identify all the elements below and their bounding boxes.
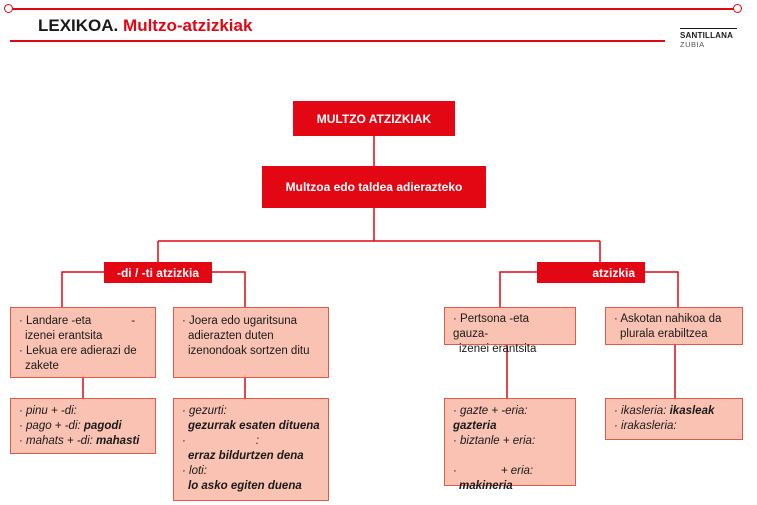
title-part2: Multzo-atzizkiak xyxy=(123,16,253,35)
right-ex1-b: gazteria xyxy=(453,420,497,432)
right-suffix-label: atzizkia xyxy=(537,262,645,283)
brand-logo: SANTILLANA ZUBIA xyxy=(680,28,737,49)
right-box1: · Pertsona -eta gauza- izenei erantsita xyxy=(444,307,576,355)
root-node: MULTZO ATZIZKIAK xyxy=(293,101,455,136)
brand-line2: ZUBIA xyxy=(680,40,705,49)
left-ex1-a: · pinu + -di: xyxy=(19,405,77,417)
right-suffix-text: atzizkia xyxy=(592,265,635,280)
header-bottom-line xyxy=(10,40,665,42)
right-box1-line2: izenei erantsita xyxy=(459,343,537,355)
right-ex3-a: · xyxy=(453,465,457,477)
left-box1-line4: zakete xyxy=(25,360,59,372)
right-ex1-a: · gazte + -eria: xyxy=(453,405,528,417)
left2-ex3-b: lo asko egiten duena xyxy=(188,480,302,492)
right-box2-line1: · Askotan nahikoa da xyxy=(614,313,722,325)
left-ex2-b: pagodi xyxy=(83,420,122,432)
right2-ex1-a: · ikasleria: xyxy=(614,405,667,417)
left2-ex2-c: : xyxy=(255,435,260,447)
left-box2-line3: izenondoak sortzen ditu xyxy=(188,345,310,357)
right2-ex1-b: ikasleak xyxy=(669,405,715,417)
left-ex2-a: · pago + -di: xyxy=(19,420,81,432)
right-ex3-b: makineria xyxy=(459,480,513,492)
right-box1-line1: · Pertsona -eta gauza- xyxy=(453,313,530,340)
right-box2-examples: · ikasleria: ikasleak · irakasleria: xyxy=(605,398,743,440)
left-ex3-a: · mahats + -di: xyxy=(19,435,93,447)
left-box1-line1-suffix: - xyxy=(131,315,136,327)
right-ex3-c: + eria: xyxy=(500,465,534,477)
header-dot-right xyxy=(733,4,742,13)
right-box2: · Askotan nahikoa da plurala erabiltzea xyxy=(605,307,743,345)
left-box1: · Landare -eta - izenei erantsita · Lekua… xyxy=(10,307,156,378)
right-box2-line2: plurala erabiltzea xyxy=(620,328,708,340)
left-box2-line1: · Joera edo ugaritsuna xyxy=(182,315,298,327)
header-top-line xyxy=(10,8,737,10)
left-suffix-label: -di / -ti atzizkia xyxy=(104,262,212,283)
left-ex3-b: mahasti xyxy=(96,435,140,447)
brand-line1: SANTILLANA xyxy=(680,31,734,40)
left-box2: · Joera edo ugaritsuna adierazten duten … xyxy=(173,307,329,378)
left-box1-line1: · Landare -eta xyxy=(19,315,92,327)
logo-bar xyxy=(680,28,737,29)
left2-ex1-a: · gezurti: xyxy=(182,405,227,417)
page-title: LEXIKOA. Multzo-atzizkiak xyxy=(38,16,252,36)
left2-ex1-b: gezurrak esaten dituena xyxy=(188,420,320,432)
left-box2-line2: adierazten duten xyxy=(188,330,274,342)
left2-ex3-a: · loti: xyxy=(182,465,207,477)
left2-ex2-b: erraz bildurtzen dena xyxy=(188,450,304,462)
right2-ex2-a: · irakasleria: xyxy=(614,420,677,432)
left2-ex2-a: · xyxy=(182,435,186,447)
left-box2-examples: · gezurti: gezurrak esaten dituena ·: er… xyxy=(173,398,329,501)
subtitle-node: Multzoa edo taldea adierazteko xyxy=(262,166,486,208)
left-box1-examples: · pinu + -di: · pago + -di: pagodi · mah… xyxy=(10,398,156,454)
right-ex2-a: · biztanle + eria: xyxy=(453,435,536,447)
header-dot-left xyxy=(4,4,13,13)
title-part1: LEXIKOA. xyxy=(38,16,119,35)
right-box1-examples: · gazte + -eria: gazteria · biztanle + e… xyxy=(444,398,576,492)
left-box1-line3: · Lekua ere adierazi de xyxy=(19,345,137,357)
left-box1-line2: izenei erantsita xyxy=(25,330,103,342)
